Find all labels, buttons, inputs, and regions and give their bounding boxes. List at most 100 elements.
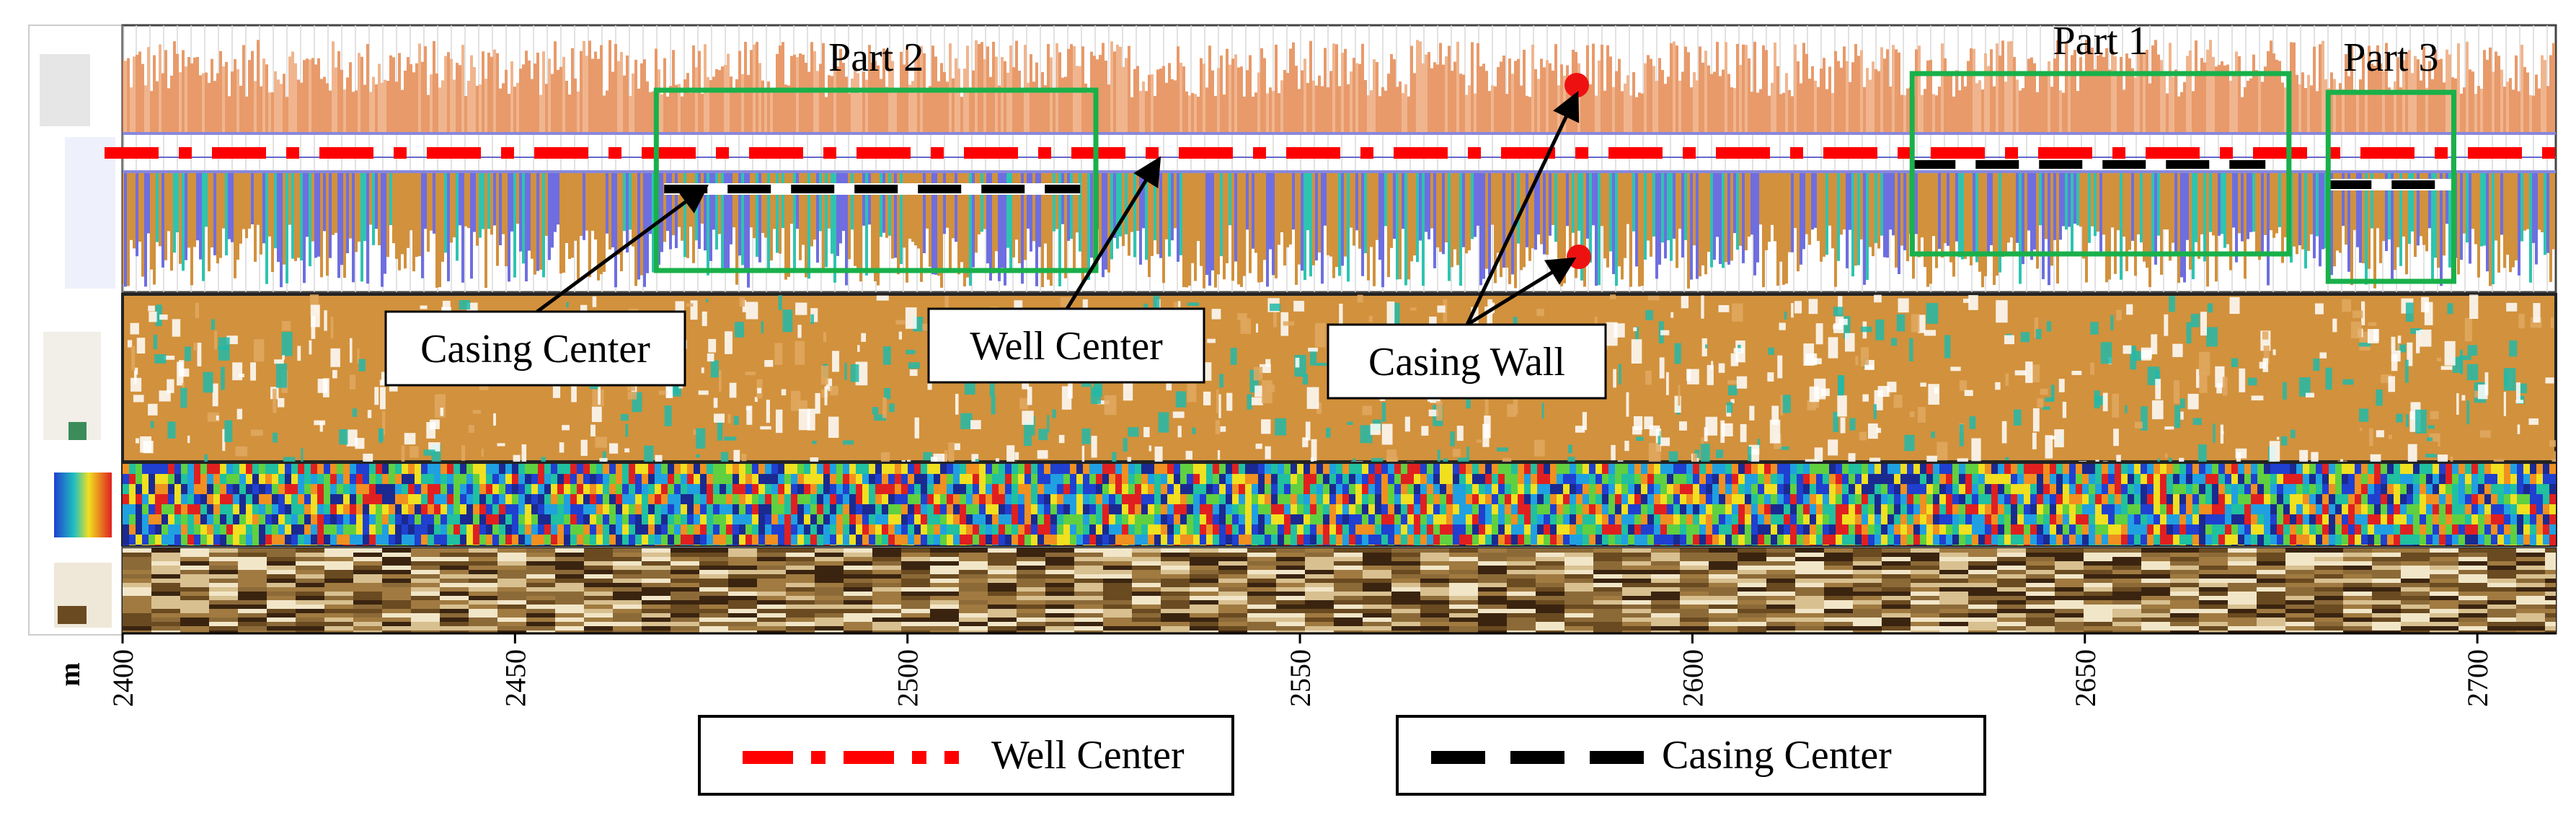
color-texture-cell [732,474,739,484]
color-texture-cell [181,464,187,474]
color-texture-cell [1336,464,1342,474]
amplitude-texture-mark [810,457,819,462]
amplitude-texture-mark [1701,444,1710,462]
amplitude-texture-mark [1311,439,1317,462]
amplitude-texture-mark [2013,409,2022,426]
amplitude-texture-mark [1187,302,1200,307]
amplitude-texture-mark [1944,335,1951,359]
amplitude-texture-mark [1339,304,1343,325]
color-texture-cell [434,474,441,484]
color-texture-cell [700,464,707,474]
amplitude-texture-mark [1624,440,1629,452]
color-texture-cell [791,535,797,545]
amplitude-texture-mark [2388,434,2392,439]
amplitude-texture-mark [696,428,706,449]
color-texture-cell [200,504,207,514]
color-texture-cell [1459,484,1466,494]
color-texture-cell [1291,464,1297,474]
color-texture-cell [1472,504,1479,514]
color-texture-cell [1647,545,1654,555]
color-texture-cell [174,494,181,504]
color-texture-cell [810,464,817,474]
color-texture-cell [518,494,525,504]
color-texture-cell [441,545,447,555]
color-texture-cell [1310,524,1316,535]
color-texture-cell [518,474,525,484]
color-texture-cell [220,545,226,555]
color-texture-cell [382,494,389,504]
color-texture-cell [1024,474,1031,484]
color-texture-cell [1583,474,1589,484]
color-texture-cell [492,484,499,494]
color-texture-cell [265,535,272,545]
color-texture-cell [1453,524,1459,535]
color-texture-cell [765,514,771,524]
color-texture-cell [1524,504,1531,514]
color-texture-cell [1102,545,1109,555]
color-texture-cell [382,524,389,535]
color-texture-cell [350,535,356,545]
color-texture-cell [940,474,947,484]
color-texture-cell [525,484,531,494]
color-texture-cell [1537,514,1544,524]
color-texture-cell [752,535,758,545]
color-texture-cell [804,494,810,504]
color-texture-cell [1686,524,1693,535]
color-texture-cell [590,524,596,535]
color-texture-cell [1310,504,1316,514]
amplitude-texture-mark [1727,379,1738,384]
color-texture-cell [732,535,739,545]
color-texture-cell [1375,484,1381,494]
amplitude-texture-mark [1828,337,1838,359]
color-texture-cell [603,514,609,524]
color-texture-cell [525,535,531,545]
color-texture-cell [278,545,285,555]
amplitude-texture-mark [374,387,379,405]
color-texture-cell [1297,504,1304,514]
amplitude-texture-mark [2247,377,2257,386]
color-texture-cell [1634,484,1641,494]
color-texture-cell [1608,484,1615,494]
amplitude-texture-mark [2054,429,2064,448]
amplitude-texture-mark [1861,326,1872,333]
color-texture-cell [1213,535,1219,545]
color-texture-cell [538,504,544,514]
color-texture-cell [1641,494,1647,504]
color-texture-cell [233,474,239,484]
color-texture-cell [1563,474,1570,484]
color-texture-cell [694,545,700,555]
color-texture-cell [830,494,836,504]
amplitude-texture-mark [823,332,827,343]
amplitude-texture-mark [2415,409,2427,434]
color-texture-cell [1453,504,1459,514]
color-texture-cell [986,504,992,514]
color-texture-cell [421,494,428,504]
color-texture-cell [1174,464,1180,474]
color-texture-cell [408,545,415,555]
color-texture-cell [564,484,570,494]
color-texture-cell [570,514,577,524]
amplitude-texture-mark [923,452,933,461]
color-texture-cell [986,524,992,535]
color-texture-cell [674,504,681,514]
amplitude-texture-mark [2186,322,2192,344]
amplitude-texture-mark [1450,431,1455,447]
color-texture-cell [1381,474,1388,484]
color-texture-cell [668,504,674,514]
color-texture-cell [1096,535,1102,545]
amplitude-texture-mark [2157,458,2160,462]
color-texture-cell [1161,514,1167,524]
amplitude-texture-mark [2040,388,2048,395]
color-texture-cell [791,545,797,555]
color-texture-cell [732,484,739,494]
amplitude-texture-mark [714,413,725,423]
color-texture-cell [609,514,616,524]
amplitude-texture-mark [1920,382,1926,387]
color-texture-cell [1012,494,1018,504]
amplitude-texture-mark [799,400,807,412]
color-texture-cell [1044,504,1050,514]
color-texture-cell [1368,524,1375,535]
color-texture-cell [1141,514,1148,524]
amplitude-texture-mark [2515,400,2524,404]
